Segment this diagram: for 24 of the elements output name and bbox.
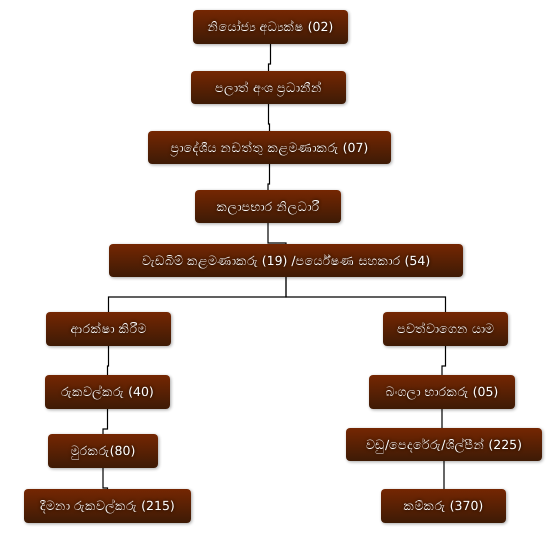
connector-line: [102, 468, 108, 490]
role-box: පලාත් අංශ ප්‍රධානීන්: [191, 71, 346, 104]
connector-line: [268, 44, 272, 71]
role-box: වඩු/පෙදරේරු/ශිල්පීන් (225): [346, 428, 542, 461]
connector-line: [267, 223, 287, 244]
role-box: පවත්වාගෙන යාම: [383, 312, 508, 346]
role-box: දීමනා රුකවල්කරු (215): [24, 489, 191, 523]
connector-line: [102, 409, 108, 434]
connector-line: [441, 409, 445, 430]
connector-line: [285, 277, 446, 312]
connector-line: [268, 104, 270, 131]
role-box: මුරකරු(80): [48, 434, 158, 468]
connector-line: [106, 346, 110, 375]
connector-line: [443, 461, 445, 489]
connector-line: [267, 164, 270, 190]
role-box: කලාපභාර නිලධාරී: [195, 190, 341, 223]
role-box: නියෝජ්‍ය අධ්‍යක්ෂ (02): [193, 10, 348, 44]
role-box: ආරක්ෂා කිරීම: [46, 312, 171, 346]
connector-line: [441, 346, 446, 375]
role-box: කම්කරු (370): [381, 489, 506, 523]
role-box: වැඩබිම් කළමණාකරු (19) /පර්යේෂණ සහකාර (54): [109, 244, 463, 277]
role-box: ප්‍රාදේශීය නඩත්තු කළමණාකරු (07): [148, 131, 391, 164]
role-box: රුකවල්කරු (40): [45, 375, 170, 409]
role-box: බංගලා භාරකරු (05): [369, 375, 515, 409]
